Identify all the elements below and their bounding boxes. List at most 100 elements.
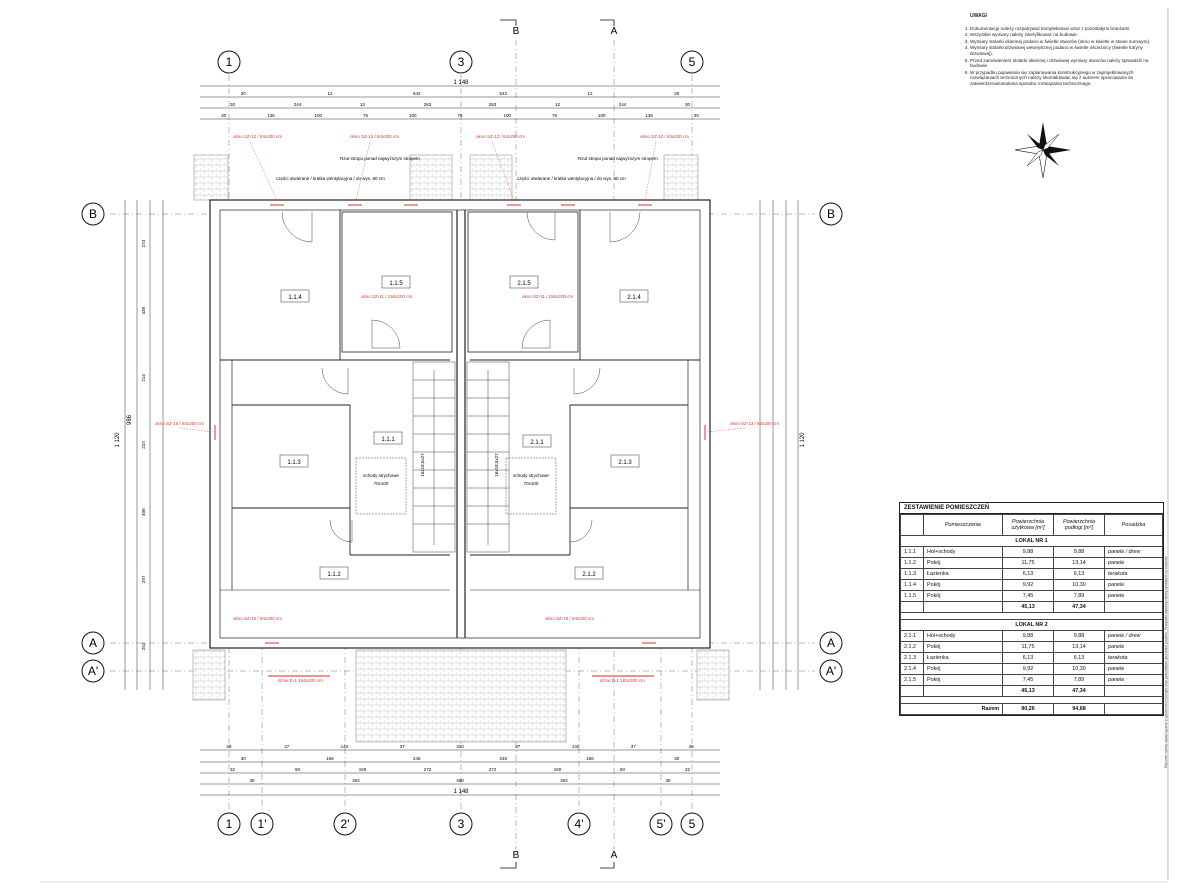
dimension-value: 12 (360, 102, 366, 107)
svg-text:5: 5 (689, 817, 696, 831)
cell: 1.1.2 (900, 557, 924, 569)
cell: Pokój (923, 663, 1003, 675)
chimney-center-right (469, 154, 513, 201)
axis-bubble-top-3: 3 (449, 50, 473, 74)
red-label-front-right: okno SZ-13 / 84x200 cm (545, 616, 594, 621)
cell: 10,30 (1053, 579, 1105, 591)
svg-text:B: B (827, 207, 835, 221)
axis-bubble-left-b: B (81, 202, 105, 226)
room-label-1-1-2: 1.1.2 (327, 572, 341, 578)
dimension-value: 438 (141, 306, 146, 314)
svg-text:1': 1' (258, 817, 267, 831)
note-item: W przypadku pojawienia się zaplanowania … (970, 70, 1158, 87)
cell: 6,13 (1053, 652, 1105, 664)
chimney-right (663, 154, 699, 201)
dimension-value: 49 (689, 744, 695, 749)
cell: panele / drew (1104, 630, 1163, 642)
section-marker-bottom: B A (500, 850, 618, 869)
dimension-value: 32 (230, 767, 236, 772)
dimension-value: 37 (631, 744, 637, 749)
svg-text:3: 3 (458, 55, 465, 69)
cell: 47,34 (1053, 685, 1105, 697)
dimension-value: 140 (572, 744, 580, 749)
dimension-value: 254 (560, 778, 568, 783)
svg-text:70x100: 70x100 (374, 481, 389, 486)
cell: 13,14 (1053, 557, 1105, 569)
dimension-value: 136 (645, 113, 653, 118)
cell: 9,92 (1002, 579, 1054, 591)
grand-total-row: Razem 90,26 94,68 (900, 703, 1163, 715)
room-labels: 1.1.4 1.1.5 1.1.1 1.1.3 1.1.2 2.1.4 2.1.… (279, 275, 649, 580)
note-item: Przed zamówieniem stolarki okiennej i dr… (970, 58, 1158, 69)
bottom-dimension-chain (200, 749, 720, 796)
cell: 1.1.5 (900, 590, 924, 602)
dimension-value: 248 (413, 756, 421, 761)
header-cell: Posadzka (1104, 514, 1163, 536)
cell: 9,92 (1002, 663, 1054, 675)
cell: Razem (900, 703, 1003, 715)
axis-bubble-left-a: A (81, 631, 105, 655)
red-label-side-left: okno SZ-10 / 84x200 cm (155, 421, 204, 426)
dimension-value: 166 (586, 756, 594, 761)
left-total-dimension: 1 120 (115, 432, 121, 448)
summary-grid: Pomieszczenie Powierzchnia użytkowa [m²]… (900, 514, 1163, 715)
svg-text:schody strychowe: schody strychowe (513, 473, 549, 478)
dimension-value: 30 (249, 778, 255, 783)
room-label-1-1-5: 1.1.5 (389, 281, 403, 287)
red-label-window-2: okno SZ-12 / 84x200 cm (350, 134, 399, 139)
dimension-value: 273 (141, 239, 146, 247)
dimension-value: 37 (284, 744, 290, 749)
red-label-window-3: okno SZ-12 / 84x200 cm (476, 134, 525, 139)
dimension-value: 136 (267, 113, 275, 118)
red-label-side-right: okno SZ-13 / 84x200 cm (730, 421, 779, 426)
notes-title: UWAGI (970, 13, 987, 19)
red-label-window-4: okno SZ-12 / 84x200 cm (640, 134, 689, 139)
cell: terakota (1104, 652, 1163, 664)
dimension-value: 100 (314, 113, 322, 118)
red-label-balcony-left: okno SZ-11 / 156x200 cm (361, 294, 412, 299)
header-cell: Pomieszczenie (923, 514, 1003, 536)
svg-text:70x100: 70x100 (524, 481, 539, 486)
dimension-value: 30 (694, 113, 700, 118)
section-label-bottom-b: B (513, 850, 520, 861)
side-dimension-chains (124, 200, 799, 690)
svg-text:1: 1 (226, 817, 233, 831)
callout-chimney-2: części otwierane / kratka wentylacyjna /… (517, 176, 626, 181)
window-openings (214, 204, 706, 677)
room-label-2-1-3: 2.1.3 (618, 460, 632, 466)
cell: Pokój (923, 674, 1003, 686)
svg-text:4': 4' (575, 817, 584, 831)
dimension-value: 12 (587, 91, 593, 96)
side-note: Rysunek należy czytać łącznie z opisem t… (1164, 555, 1168, 768)
attic-hatch-left: schody strychowe 70x100 (355, 457, 407, 515)
svg-text:A': A' (88, 664, 98, 678)
summary-header-row: Pomieszczenie Powierzchnia użytkowa [m²]… (900, 514, 1163, 536)
cell: panele (1104, 557, 1163, 569)
header-cell: Powierzchnia podłogi [m²] (1053, 514, 1105, 536)
notes-list: Dokumentację należy rozpatrywać kompleks… (958, 26, 1158, 87)
cell: 1.1.3 (900, 568, 924, 580)
dimension-value: 160 (554, 767, 562, 772)
cell: 6,13 (1053, 568, 1105, 580)
dimension-value: 244 (619, 102, 627, 107)
cell: Pokój (923, 590, 1003, 602)
door-swings (281, 211, 641, 543)
stairs-left-label: 16x18,5x27 (420, 453, 425, 477)
section-label-bottom-a: A (611, 850, 618, 861)
dimension-value: 12 (555, 102, 561, 107)
cell: Łazienka (923, 568, 1003, 580)
header-cell (900, 514, 924, 536)
cell: 6,13 (1002, 652, 1054, 664)
axis-bubble-top-1: 1 (217, 50, 241, 74)
note-item: Wszystkie wymiary należy zweryfikować na… (970, 32, 1158, 38)
dimension-value: 254 (352, 778, 360, 783)
dimension-value: 542 (413, 91, 421, 96)
